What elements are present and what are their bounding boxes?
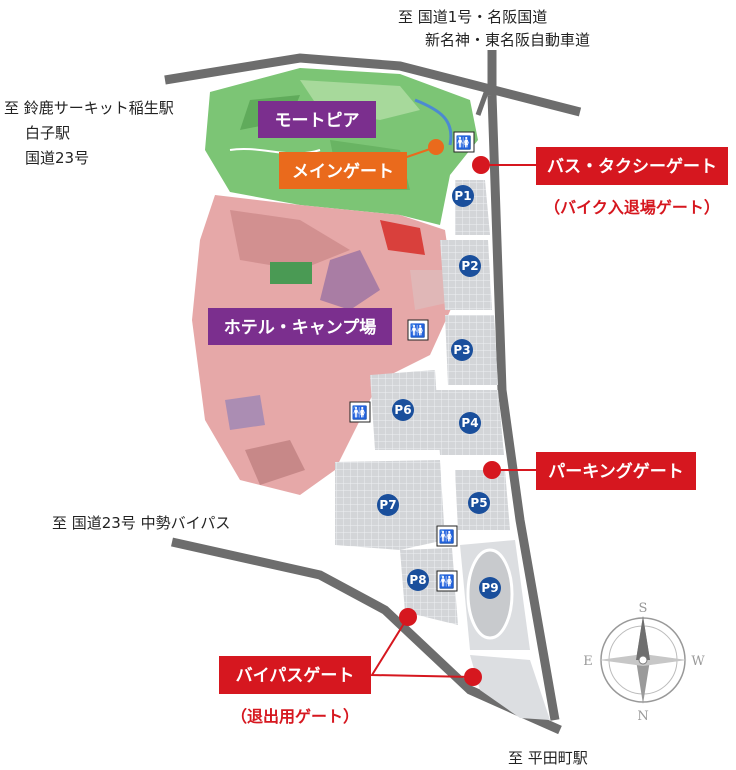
parking-p8[interactable]: P8: [407, 569, 429, 591]
compass: S N E W: [583, 601, 705, 724]
svg-text:P6: P6: [394, 403, 411, 417]
svg-text:P2: P2: [461, 259, 478, 273]
svg-text:🚻: 🚻: [410, 323, 426, 339]
bypass-gate-marker-2[interactable]: [464, 668, 482, 686]
parking-p5[interactable]: P5: [468, 492, 490, 514]
svg-text:P1: P1: [454, 189, 471, 203]
svg-text:バス・タクシーゲート: バス・タクシーゲート: [547, 156, 717, 177]
svg-text:至 国道1号・名阪国道: 至 国道1号・名阪国道: [398, 8, 547, 26]
svg-text:ホテル・キャンプ場: ホテル・キャンプ場: [224, 317, 377, 338]
parking-p9[interactable]: P9: [479, 577, 501, 599]
parking-p4[interactable]: P4: [459, 412, 481, 434]
compass-e: E: [583, 654, 593, 669]
svg-text:P8: P8: [409, 573, 426, 587]
parking-lots: [335, 180, 550, 720]
svg-text:P5: P5: [470, 496, 487, 510]
svg-text:国道23号: 国道23号: [25, 149, 89, 167]
compass-w: W: [691, 654, 705, 669]
svg-text:モートピア: モートピア: [275, 111, 360, 131]
direction-west: 至 鈴鹿サーキット稲生駅 白子駅 国道23号: [4, 99, 174, 167]
parking-p2[interactable]: P2: [459, 255, 481, 277]
bus-taxi-gate-sublabel: （バイク入退場ゲート）: [544, 198, 720, 217]
svg-text:P9: P9: [481, 581, 498, 595]
direction-southwest: 至 国道23号 中勢バイパス: [52, 514, 230, 532]
compass-n: N: [637, 709, 648, 724]
svg-text:パーキングゲート: パーキングゲート: [548, 461, 684, 482]
svg-text:バイパスゲート: バイパスゲート: [236, 665, 355, 686]
svg-text:白子駅: 白子駅: [25, 124, 70, 142]
bypass-gate-marker-1[interactable]: [399, 608, 417, 626]
svg-text:新名神・東名阪自動車道: 新名神・東名阪自動車道: [425, 31, 590, 49]
direction-south: 至 平田町駅: [508, 749, 588, 767]
main-gate-label[interactable]: メインゲート: [279, 152, 407, 189]
svg-text:🚻: 🚻: [352, 405, 368, 421]
parking-p7[interactable]: P7: [377, 494, 399, 516]
gate-markers: [370, 139, 536, 686]
compass-s: S: [639, 601, 648, 616]
motopia-label[interactable]: モートピア: [258, 101, 376, 138]
bypass-gate-sublabel: （退出用ゲート）: [231, 707, 359, 726]
svg-text:至 鈴鹿サーキット稲生駅: 至 鈴鹿サーキット稲生駅: [4, 99, 174, 117]
hotel-camp-label[interactable]: ホテル・キャンプ場: [208, 308, 392, 345]
svg-text:P7: P7: [379, 498, 396, 512]
parking-gate-label[interactable]: パーキングゲート: [536, 452, 696, 490]
restroom-icon: 🚻: [436, 570, 458, 592]
svg-text:メインゲート: メインゲート: [292, 161, 394, 182]
restroom-icon: 🚻: [436, 525, 458, 547]
svg-text:P4: P4: [461, 416, 478, 430]
svg-text:🚻: 🚻: [456, 135, 472, 151]
direction-north: 至 国道1号・名阪国道 新名神・東名阪自動車道: [398, 8, 590, 49]
restroom-icons: 🚻 🚻 🚻 🚻 🚻: [349, 131, 475, 592]
main-gate-marker[interactable]: [428, 139, 444, 155]
parking-p3[interactable]: P3: [451, 339, 473, 361]
svg-text:🚻: 🚻: [439, 574, 455, 590]
svg-text:🚻: 🚻: [439, 529, 455, 545]
parking-p6[interactable]: P6: [392, 399, 414, 421]
bus-taxi-gate-label[interactable]: バス・タクシーゲート: [536, 147, 728, 185]
restroom-icon: 🚻: [407, 319, 429, 341]
restroom-icon: 🚻: [453, 131, 475, 153]
parking-gate-marker[interactable]: [483, 461, 501, 479]
svg-text:P3: P3: [453, 343, 470, 357]
parking-markers: P1 P2 P3 P4 P5 P6 P7 P8 P9: [377, 185, 501, 599]
bus-taxi-gate-marker[interactable]: [472, 156, 490, 174]
restroom-icon: 🚻: [349, 401, 371, 423]
parking-p1[interactable]: P1: [452, 185, 474, 207]
bypass-gate-label[interactable]: バイパスゲート: [219, 656, 371, 694]
